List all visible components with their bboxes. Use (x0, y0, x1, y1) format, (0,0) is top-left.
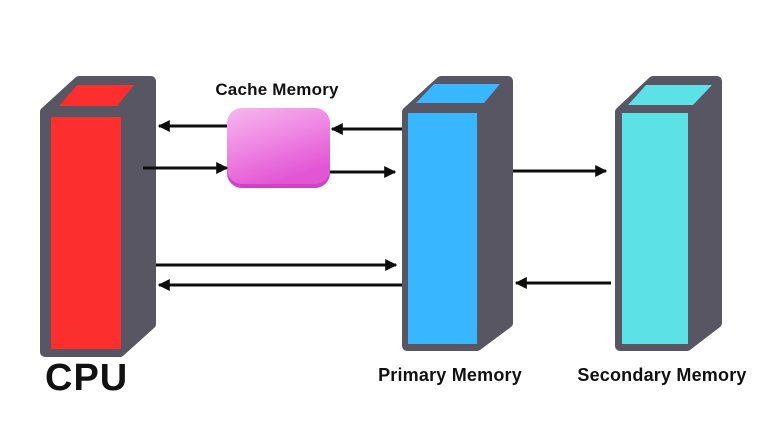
primary-memory-box (402, 76, 513, 351)
secondary-memory-label: Secondary Memory (577, 365, 747, 385)
cpu-box (40, 76, 156, 357)
cpu-box-front-face (51, 117, 121, 349)
secondary-memory-top-face (628, 85, 712, 105)
primary-memory-front-face (408, 113, 477, 344)
secondary-memory-front-face (622, 113, 688, 344)
cpu-box-top-face (59, 85, 134, 106)
cpu-label: CPU (45, 357, 129, 399)
cache-memory-label: Cache Memory (215, 80, 339, 99)
primary-memory-label: Primary Memory (378, 365, 522, 385)
cache-memory-box-face (227, 108, 330, 184)
diagram-arrows (143, 120, 611, 291)
primary-memory-top-face (416, 84, 500, 103)
secondary-memory-box (615, 76, 722, 351)
cache-memory-box (227, 108, 330, 188)
